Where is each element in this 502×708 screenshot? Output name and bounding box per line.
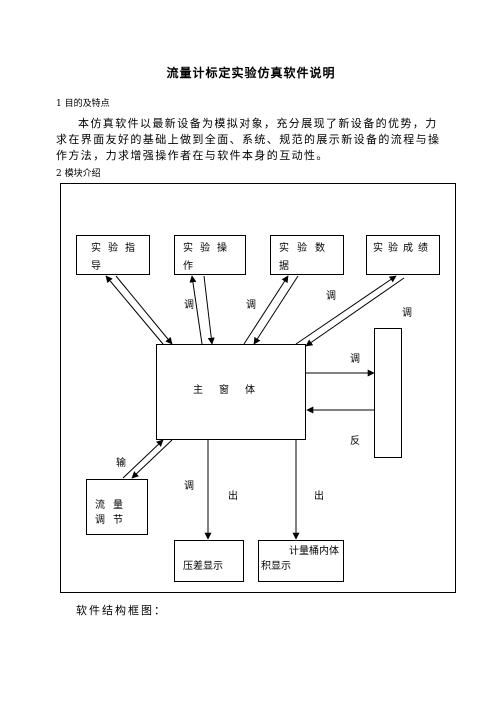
box-right-side (374, 328, 402, 458)
label-call-1: 调 (184, 300, 194, 311)
arrow-guide-to-main (115, 275, 173, 345)
label-call-3: 调 (326, 291, 336, 302)
arrow-flow-to-main (122, 439, 164, 479)
box-experiment-score: 实验成绩 (366, 235, 440, 275)
box-experiment-data: 实验数据 (270, 235, 344, 275)
arrow-operate-to-main (203, 275, 215, 345)
arrow-data-to-main (253, 275, 299, 345)
box-main-window: 主窗体 (156, 344, 306, 440)
label-call-2: 调 (246, 300, 256, 311)
section-1-heading: 1 目的及特点 (56, 99, 110, 109)
diagram-frame (60, 183, 456, 593)
page-title: 流量计标定实验仿真软件说明 (166, 66, 336, 80)
label-feedback: 反 (350, 436, 360, 447)
box-flow-regulation: 流量调节 (86, 479, 148, 535)
box-experiment-guide: 实验指导 (76, 235, 150, 275)
box-pressure-display: 压差显示 (174, 540, 244, 582)
box-volume-display: 计量桶内体积显示 (258, 540, 344, 582)
arrow-main-to-data (243, 275, 289, 345)
section-1-body: 本仿真软件以最新设备为模拟对象，充分展现了新设备的优势，力求在界面友好的基础上做… (56, 117, 441, 162)
arrow-main-to-flow (131, 439, 173, 479)
label-call-4: 调 (402, 308, 412, 319)
label-out-2: 出 (314, 491, 324, 502)
section-2-heading: 2 模块介绍 (56, 169, 101, 179)
label-out-1: 出 (228, 491, 238, 502)
arrow-score-to-main (305, 277, 405, 347)
arrow-main-to-operate (189, 275, 203, 345)
diagram-caption: 软件结构框图： (76, 604, 167, 617)
arrow-main-to-score (295, 275, 397, 345)
label-input: 输 (116, 458, 126, 469)
label-call-5: 调 (350, 354, 360, 365)
box-experiment-operate: 实验操作 (174, 235, 246, 275)
label-call-6: 调 (184, 481, 194, 492)
arrow-main-to-guide (105, 275, 164, 345)
